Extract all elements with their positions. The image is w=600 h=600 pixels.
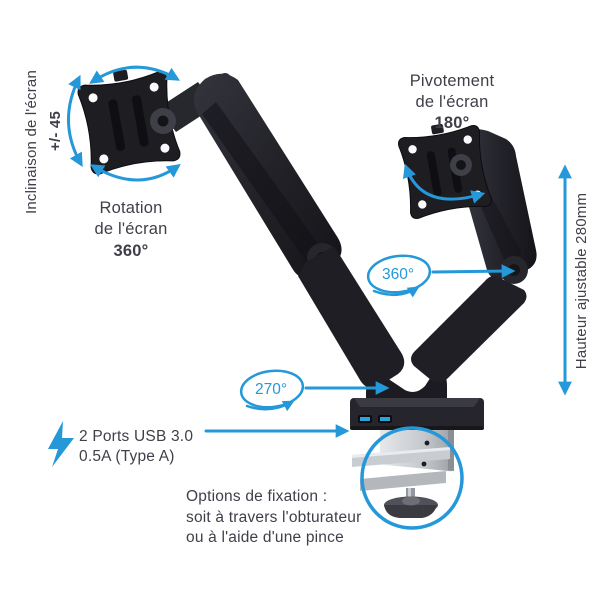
base-block-top-face: [354, 398, 480, 407]
pivot-label-line2: de l'écran: [415, 93, 488, 111]
desk-clamp: [352, 430, 454, 518]
right-tilt-hub-center: [456, 160, 466, 170]
clamp-knob-body: [384, 505, 437, 518]
right-lower-arm: [411, 275, 527, 383]
usb-port: [380, 417, 390, 421]
clamp-screw-hole: [424, 440, 430, 446]
rotation-label-line2: de l'écran: [94, 220, 167, 238]
clamp-knob-cap: [402, 496, 420, 506]
rotation-value: 360°: [114, 242, 149, 260]
height-label: Hauteur ajustable 280mm: [573, 193, 590, 369]
fixation-label-line3: ou à l'aide d'une pince: [186, 529, 344, 546]
base-rotation-tail-arrow: [245, 400, 295, 412]
rotation-arc-top: [89, 65, 180, 84]
rotation-label-line1: Rotation: [99, 199, 162, 217]
left-lower-arm: [298, 246, 405, 389]
tilt-value: +/- 45: [47, 111, 64, 151]
usb-label-line2: 0.5A (Type A): [79, 448, 175, 465]
annotations: [48, 65, 572, 530]
swivel-oval: [366, 254, 432, 294]
usb-label-line1: 2 Ports USB 3.0: [79, 428, 193, 445]
clamp-top-jaw-highlight: [352, 447, 450, 458]
rotation-arc-bottom: [90, 163, 181, 182]
pivot-arc-arrow: [402, 163, 486, 204]
pivot-value: 180°: [435, 114, 470, 132]
vesa-plate-right: [398, 124, 492, 219]
base-badge-text: 270°: [255, 381, 287, 398]
fixation-label-line2: soit à travers l'obturateur: [186, 509, 362, 526]
left-tilt-hub-center: [157, 115, 169, 127]
vesa-plate-left: [77, 69, 181, 175]
clamp-plate-edge: [448, 430, 454, 471]
usb-port: [360, 417, 370, 421]
left-arm-channel: [202, 102, 324, 264]
tilt-label: Inclinaison de l'écran: [23, 70, 40, 214]
usb-ports: [358, 415, 392, 423]
lightning-icon: [48, 421, 74, 467]
fixation-label-line1: Options de fixation :: [186, 488, 327, 505]
swivel-badge-text: 360°: [382, 266, 414, 283]
clamp-bottom-jaw: [360, 471, 446, 491]
swivel-oval-tail-arrow: [372, 286, 420, 298]
pivot-label-line1: Pivotement: [410, 72, 495, 90]
clamp-highlight-circle: [360, 426, 464, 530]
clamp-screw-hole: [421, 461, 427, 467]
labels: Inclinaison de l'écran +/- 45 Rotation d…: [23, 70, 590, 546]
tilt-arc-arrow: [67, 74, 83, 167]
base-rotation-oval: [239, 369, 305, 409]
swivel-arrow: [431, 264, 516, 279]
